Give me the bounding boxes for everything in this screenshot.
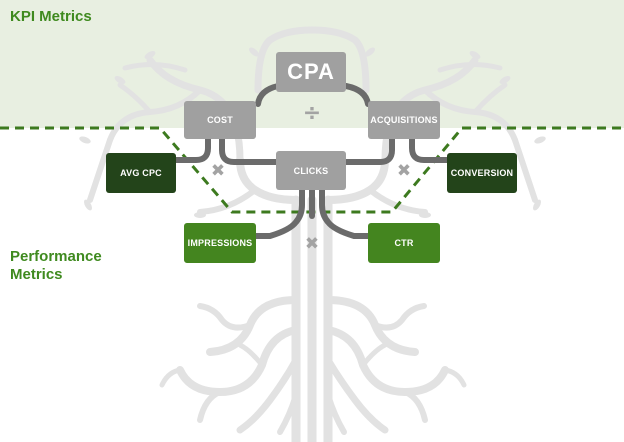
cpa-node: CPA [276, 52, 346, 92]
cost-node: COST [184, 101, 256, 139]
clicks-node: CLICKS [276, 151, 346, 190]
multiply-operator-icon-bottom: ✖ [304, 234, 320, 254]
multiply-operator-icon-left: ✖ [210, 161, 226, 181]
multiply-operator-icon-right: ✖ [396, 161, 412, 181]
performance-title-line1: Performance [10, 248, 102, 265]
performance-title-line2: Metrics [10, 266, 63, 283]
conversion-node: CONVERSION [447, 153, 517, 193]
performance-metrics-title: Performance Metrics [10, 248, 150, 284]
metric-connectors [169, 83, 453, 239]
ctr-node: CTR [368, 223, 440, 263]
avg-cpc-node: AVG CPC [106, 153, 176, 193]
tree-leaves [79, 47, 546, 218]
impressions-node: IMPRESSIONS [184, 223, 256, 263]
acquisitions-node: ACQUISITIONS [368, 101, 440, 139]
divide-operator-icon: ÷ [302, 101, 322, 126]
kpi-metrics-title: KPI Metrics [10, 8, 92, 25]
